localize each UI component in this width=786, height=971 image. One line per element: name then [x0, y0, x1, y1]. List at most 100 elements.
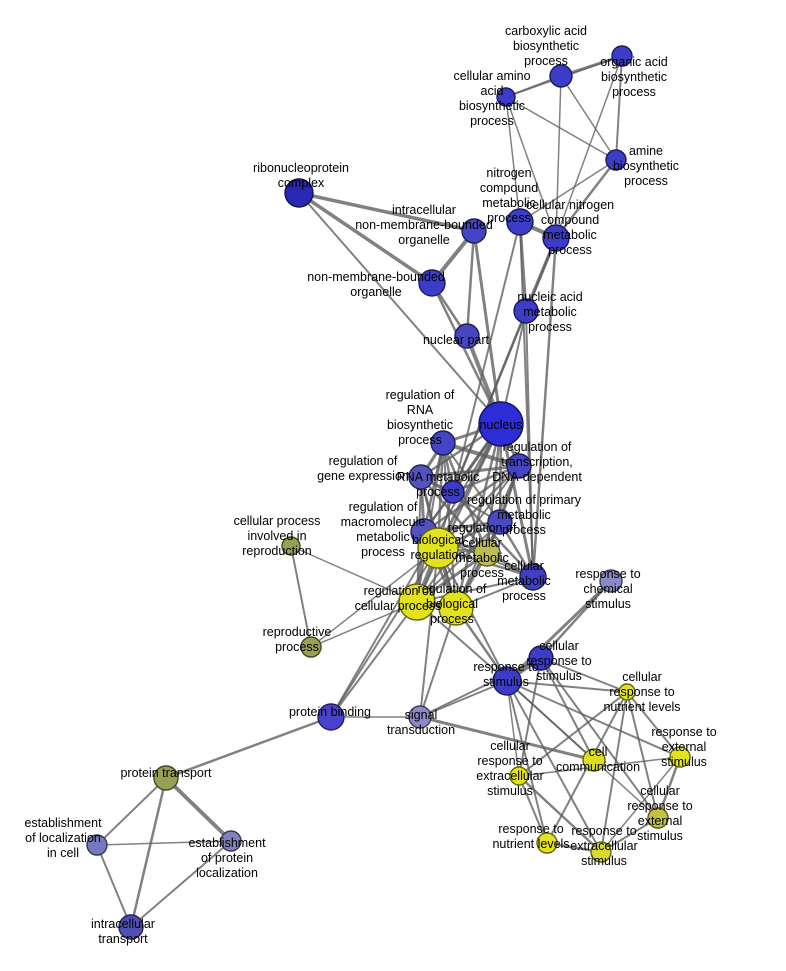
node-amino[interactable]: [496, 87, 516, 107]
edge-protein_transport--est_loc_cell: [96, 777, 167, 846]
edge-signal_trans--bio_reg: [419, 547, 439, 718]
node-cellular_nitrogen[interactable]: [542, 224, 570, 252]
edge-resp_external--resp_extracell: [600, 756, 681, 853]
node-intracellular[interactable]: [461, 218, 487, 244]
node-protein_binding[interactable]: [317, 703, 345, 731]
edge-protein_transport--intracell_transport: [129, 776, 168, 929]
node-nucleus[interactable]: [478, 401, 524, 447]
edge-cell_resp_stim--resp_chem: [539, 579, 613, 660]
node-label-protein_transport: protein transport: [120, 766, 212, 780]
node-nmb_organelle[interactable]: [418, 269, 446, 297]
node-signal_trans[interactable]: [408, 705, 432, 729]
node-cell_proc_repro[interactable]: [281, 536, 301, 556]
node-label-protein_binding: protein binding: [289, 705, 371, 719]
node-nitrogen[interactable]: [506, 208, 534, 236]
edge-signal_trans--resp_stim: [419, 680, 508, 718]
node-bio_reg[interactable]: [417, 527, 459, 569]
node-cell_resp_external[interactable]: [647, 807, 669, 829]
node-nuclear_part[interactable]: [454, 323, 480, 349]
node-reg_bio_proc[interactable]: [438, 590, 474, 626]
edge-nucleic--cellular_met: [525, 310, 534, 578]
edge-cell_resp_stim--cell_resp_external: [540, 657, 659, 819]
node-resp_nutrient[interactable]: [536, 832, 558, 854]
node-organic[interactable]: [611, 45, 633, 67]
edge-cell_resp_stim--cell_resp_nutrient: [540, 657, 628, 693]
edge-cell_resp_nutrient--cell_resp_extracell: [518, 691, 628, 777]
edge-cell_resp_stim--signal_trans: [419, 657, 542, 718]
edge-resp_extracell--cell_resp_extracell: [517, 774, 603, 854]
node-reg_gene_expr[interactable]: [408, 464, 434, 490]
node-amine[interactable]: [605, 149, 627, 171]
edge-cell_resp_nutrient--resp_external: [626, 691, 681, 758]
edge-nucleus--reg_cell_proc: [415, 422, 503, 604]
node-cell_resp_extracell[interactable]: [509, 766, 529, 786]
edge-cell_resp_stim--cell_resp_extracell: [518, 657, 542, 777]
node-resp_chem[interactable]: [599, 569, 623, 593]
edge-cell_resp_nutrient--cell_resp_external: [626, 691, 659, 819]
edge-est_loc_cell--intracell_transport: [96, 844, 132, 928]
node-est_prot_loc[interactable]: [220, 830, 242, 852]
edge-reg_rna--reg_cell_met: [441, 441, 489, 555]
edge-amine--nitrogen: [519, 159, 617, 223]
edge-protein_transport--est_prot_loc: [164, 776, 233, 843]
node-nucleic[interactable]: [513, 298, 539, 324]
edge-reg_transcription--reg_gene_expr: [419, 464, 521, 479]
edge-amino--nitrogen: [505, 96, 521, 223]
node-resp_external[interactable]: [669, 746, 691, 768]
node-cellular_met[interactable]: [519, 563, 547, 591]
node-cell_resp_nutrient[interactable]: [618, 683, 636, 701]
node-resp_stim[interactable]: [492, 666, 522, 696]
edge-nucleus--reg_bio_proc: [454, 422, 503, 610]
edge-est_loc_cell--est_prot_loc: [96, 840, 232, 846]
edge-resp_stim--resp_nutrient: [506, 680, 548, 844]
node-label-nuclear_part: nuclear part: [423, 333, 490, 347]
edge-resp_extracell--cell_resp_external: [600, 817, 659, 853]
node-cell_resp_stim[interactable]: [528, 645, 554, 671]
edge-cell_resp_nutrient--resp_extracell: [600, 691, 628, 853]
edge-reg_cell_proc--resp_stim: [416, 601, 508, 682]
edge-protein_binding--protein_transport: [164, 715, 333, 780]
node-intracell_transport[interactable]: [118, 914, 144, 940]
edge-cellular_met--reg_cell_proc: [416, 576, 534, 603]
edge-reg_primary--reg_cell_proc: [416, 521, 501, 603]
node-carboxylic[interactable]: [549, 64, 573, 88]
node-reg_cell_met[interactable]: [473, 539, 501, 567]
node-reg_cell_proc[interactable]: [398, 583, 436, 621]
node-cell_comm[interactable]: [582, 748, 606, 772]
edge-carboxylic--amine: [560, 75, 617, 161]
node-est_loc_cell[interactable]: [86, 834, 108, 856]
edge-bio_reg--resp_stim: [437, 547, 508, 682]
edge-protein_binding--nucleus: [330, 423, 502, 718]
node-reg_transcription[interactable]: [506, 453, 532, 479]
node-reg_primary[interactable]: [487, 509, 513, 535]
node-reg_rna[interactable]: [430, 430, 456, 456]
node-resp_extracell[interactable]: [590, 841, 612, 863]
node-repro_proc[interactable]: [300, 636, 322, 658]
edge-ribo--intracellular: [297, 191, 476, 233]
node-rna_met[interactable]: [441, 480, 465, 504]
edge-signal_trans--reg_bio_proc: [419, 607, 457, 718]
edge-resp_stim--resp_chem: [505, 579, 613, 683]
edge-nucleus--cellular_met: [499, 422, 535, 579]
node-protein_transport[interactable]: [153, 765, 179, 791]
node-ribo[interactable]: [284, 178, 314, 208]
